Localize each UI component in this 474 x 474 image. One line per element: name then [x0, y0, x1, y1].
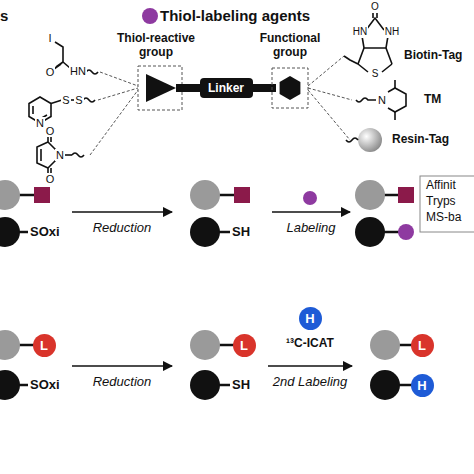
- tag-label: TM: [424, 93, 441, 107]
- protein-pair: [190, 330, 236, 400]
- label-circle: H: [299, 307, 322, 330]
- atom-label: N: [377, 94, 387, 107]
- node-text: H: [417, 378, 426, 393]
- maleimide-structure: [37, 136, 84, 174]
- protein-pair: [355, 180, 414, 247]
- atom-label: O: [370, 1, 380, 13]
- node-text: Linker: [208, 81, 244, 95]
- atom-label: O: [45, 125, 56, 138]
- label-circle: L: [33, 334, 56, 357]
- resin-bead: [358, 128, 382, 152]
- reaction-arrow: [272, 211, 350, 213]
- functional-hexagon: [280, 76, 301, 100]
- atom-label: HN: [69, 65, 87, 78]
- node-text: L: [240, 338, 248, 353]
- atom-label: N: [55, 149, 65, 162]
- dashed-box: [272, 68, 308, 108]
- atom-label: S: [74, 94, 83, 107]
- atom-label: NH: [384, 26, 400, 38]
- group-text: SH: [232, 225, 250, 240]
- atom-label: O: [45, 173, 56, 186]
- label-circle: L: [411, 334, 434, 357]
- group-label: Functional group: [245, 32, 335, 60]
- step-text: Tryps: [426, 195, 456, 209]
- dashed-box: [138, 66, 182, 110]
- reaction-arrow: [72, 211, 172, 213]
- step-box: [420, 176, 474, 232]
- heading: Thiol-labeling agents: [160, 7, 310, 24]
- reagent-label: ¹³C-ICAT: [286, 337, 334, 351]
- step-label: Reduction: [93, 221, 152, 236]
- group-text: SOxi: [30, 378, 60, 393]
- tag-label: Resin-Tag: [392, 133, 449, 147]
- label-circle: L: [233, 334, 256, 357]
- group-text: SH: [232, 378, 250, 393]
- node-text: L: [418, 338, 426, 353]
- step-label: Labeling: [286, 221, 335, 236]
- labeling-agent-dot: [303, 191, 317, 205]
- leader-line: [90, 56, 352, 155]
- label-circle: H: [411, 374, 434, 397]
- label-dot: [142, 8, 158, 24]
- reaction-arrow: [72, 365, 172, 367]
- reactive-triangle: [146, 74, 176, 102]
- node-text: L: [40, 338, 48, 353]
- atom-label: HN: [352, 26, 368, 38]
- atom-label: O: [45, 66, 56, 79]
- atom-label: S: [371, 68, 380, 80]
- reaction-arrow: [268, 365, 352, 367]
- group-text: SOxi: [30, 225, 60, 240]
- step-text: MS-ba: [426, 211, 461, 225]
- atom-label: N: [35, 117, 45, 130]
- step-label: Reduction: [93, 375, 152, 390]
- tag-label: Biotin-Tag: [404, 49, 462, 63]
- protein-pair: [190, 180, 250, 247]
- atom-label: I: [47, 32, 52, 45]
- step-label: 2nd Labeling: [273, 375, 347, 390]
- linker-box: Linker: [200, 78, 253, 98]
- node-text: H: [305, 311, 314, 326]
- wavy-bond: [346, 138, 358, 142]
- biotin-structure: [344, 10, 392, 72]
- atom-label: S: [61, 94, 70, 107]
- piperidine-structure: [356, 80, 406, 120]
- step-text: Affinit: [426, 179, 456, 193]
- heading-fragment: s: [0, 7, 8, 24]
- protein-pair: [370, 330, 412, 400]
- group-label: Thiol-reactive group: [106, 32, 206, 60]
